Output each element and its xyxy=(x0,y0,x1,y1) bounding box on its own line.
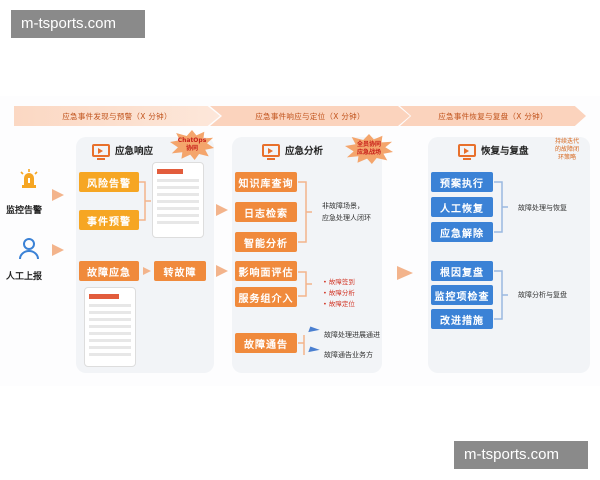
phone1-line xyxy=(157,193,199,196)
arrow-p2-p3 xyxy=(397,266,413,280)
root-cause-review-button[interactable]: 根因复盘 xyxy=(431,261,493,281)
phone2-line xyxy=(89,325,131,328)
stage-discovery: 应急事件发现与预警（X 分钟） xyxy=(14,106,220,126)
transfer-fault-button[interactable]: 转故障 xyxy=(154,261,206,281)
panel3-bracket-top xyxy=(494,181,508,233)
phone1-line xyxy=(157,214,199,217)
knowledge-base-button[interactable]: 知识库查询 xyxy=(235,172,297,192)
watermark-bottom: m-tsports.com xyxy=(454,441,588,469)
phone2-line xyxy=(89,311,131,314)
monitor-icon xyxy=(92,143,110,160)
monitor-icon xyxy=(262,143,280,160)
person-icon xyxy=(19,238,39,260)
panel1-header: 应急响应 xyxy=(92,143,154,160)
phone2-line xyxy=(89,339,131,342)
panel2-bracket-bottom xyxy=(298,335,305,355)
arrow-monitor xyxy=(52,189,64,201)
smart-analysis-button[interactable]: 智能分析 xyxy=(235,232,297,252)
fault-checklist: • 故障签到 • 故障分析 • 故障定位 xyxy=(323,277,379,310)
panel3-header: 恢复与复盘 xyxy=(458,143,529,160)
stage-response: 应急事件响应与定位（X 分钟） xyxy=(210,106,410,126)
phone1-line xyxy=(157,186,199,189)
alarm-icon xyxy=(20,169,38,188)
burst-chatops-line1: ChatOps xyxy=(177,137,207,144)
watermark-top: m-tsports.com xyxy=(11,10,145,38)
arrow-to-transfer xyxy=(143,267,151,275)
phone-screenshot-1 xyxy=(152,162,204,238)
phone1-line xyxy=(157,221,199,224)
check-signin-text: 故障签到 xyxy=(328,278,355,286)
non-fault-line1: 非故障场景， xyxy=(322,202,364,210)
phone-screenshot-2 xyxy=(84,287,136,367)
check-signin: • 故障签到 xyxy=(323,278,355,286)
panel2-bracket-mid xyxy=(298,271,312,297)
fault-handle-note: 故障处理与恢复 xyxy=(518,204,567,212)
source-monitor-alert: 监控告警 xyxy=(6,206,43,216)
non-fault-line2: 应急处理人闭环 xyxy=(322,214,371,222)
arrow-manual xyxy=(52,244,64,256)
iteration-line3: 环策略 xyxy=(557,154,576,161)
phone2-line xyxy=(89,304,131,307)
log-search-button[interactable]: 日志检索 xyxy=(235,202,297,222)
burst-chatops-text: ChatOps 协同 xyxy=(174,137,210,153)
panel1-bracket xyxy=(139,181,151,221)
iteration-line2: 的故障闭 xyxy=(554,146,579,153)
source-manual-report: 人工上报 xyxy=(6,272,43,282)
improvement-button[interactable]: 改进措施 xyxy=(431,309,493,329)
phone2-line xyxy=(89,318,131,321)
phone1-header xyxy=(157,169,183,174)
fault-response-button[interactable]: 故障应急 xyxy=(79,261,139,281)
non-fault-note: 非故障场景， 应急处理人闭环 xyxy=(322,200,382,224)
plan-execution-button[interactable]: 预案执行 xyxy=(431,172,493,192)
burst-collab-line1: 全员协同 xyxy=(356,141,381,148)
arrow-p1-p2-top xyxy=(216,204,228,216)
notice-business: 故障通告业务方 xyxy=(324,351,373,359)
iteration-note: 持续迭代 的故障闭 环策略 xyxy=(543,138,591,162)
check-locate-text: 故障定位 xyxy=(328,300,355,308)
phone1-line xyxy=(157,179,199,182)
check-locate: • 故障定位 xyxy=(323,300,355,308)
panel2-title: 应急分析 xyxy=(285,146,324,157)
burst-collab-line2: 应急战场 xyxy=(356,149,381,156)
check-analysis-text: 故障分析 xyxy=(328,289,355,297)
notice-progress: 故障处理进展通进 xyxy=(324,331,380,339)
manual-recovery-button[interactable]: 人工恢复 xyxy=(431,197,493,217)
burst-chatops-line2: 协同 xyxy=(185,145,198,152)
iteration-line1: 持续迭代 xyxy=(554,138,579,145)
emergency-release-button[interactable]: 应急解除 xyxy=(431,222,493,242)
check-analysis: • 故障分析 xyxy=(323,289,355,297)
fault-review-note: 故障分析与复盘 xyxy=(518,291,567,299)
burst-collaboration-text: 全员协同 应急战场 xyxy=(349,141,389,157)
phone2-line xyxy=(89,346,131,349)
fault-notice-button[interactable]: 故障通告 xyxy=(235,333,297,353)
stage-recovery: 应急事件恢复与复盘（X 分钟） xyxy=(400,106,586,126)
panel2-bracket-top xyxy=(298,181,312,243)
panel3-title: 恢复与复盘 xyxy=(481,146,529,157)
service-group-button[interactable]: 服务组介入 xyxy=(235,287,297,307)
phone1-line xyxy=(157,200,199,203)
phone1-line xyxy=(157,207,199,210)
monitor-check-button[interactable]: 监控项检查 xyxy=(431,285,493,305)
risk-alert-button[interactable]: 风险告警 xyxy=(79,172,139,192)
phone2-header xyxy=(89,294,119,299)
panel2-header: 应急分析 xyxy=(262,143,324,160)
impact-assessment-button[interactable]: 影响面评估 xyxy=(235,261,297,281)
panel1-title: 应急响应 xyxy=(115,146,154,157)
panel3-bracket-bottom xyxy=(494,270,508,320)
phone2-line xyxy=(89,332,131,335)
event-warning-button[interactable]: 事件预警 xyxy=(79,210,139,230)
phone2-line xyxy=(89,353,131,356)
arrow-p1-p2-bottom xyxy=(216,265,228,277)
monitor-icon xyxy=(458,143,476,160)
